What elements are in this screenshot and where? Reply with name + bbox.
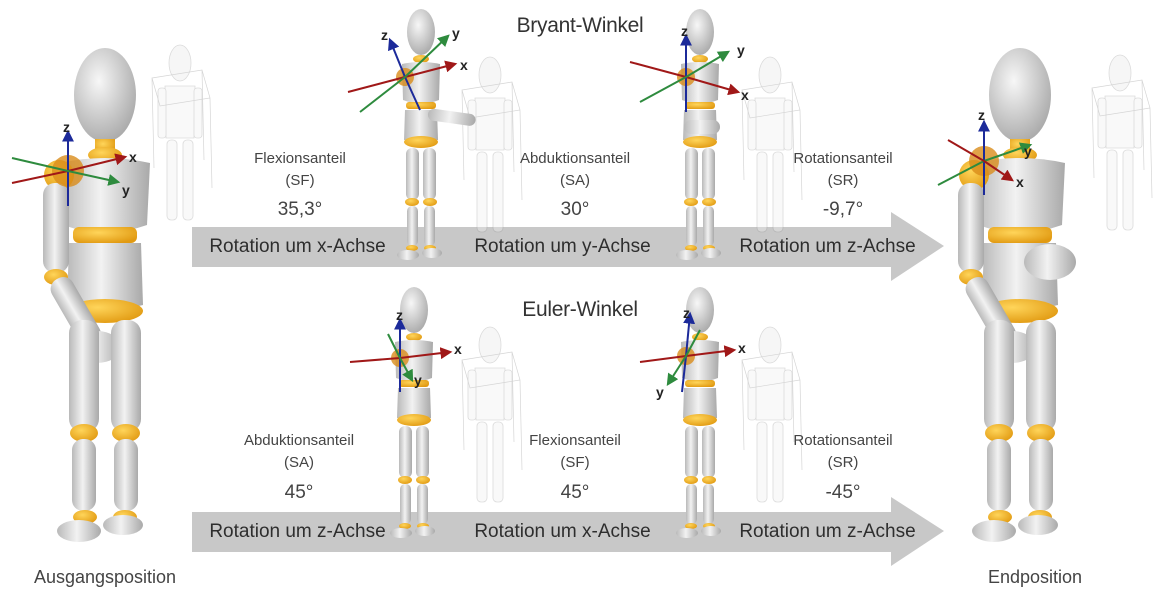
axis-label-x-start: x bbox=[129, 149, 137, 165]
bryant-mannequin-1 bbox=[348, 9, 522, 260]
axis-label-x-e2: x bbox=[738, 340, 746, 356]
axis-label-z-e1: z bbox=[396, 307, 403, 323]
euler-component-3-value: -45° bbox=[793, 482, 893, 504]
bryant-component-3-name: Rotationsanteil bbox=[773, 148, 913, 170]
bryant-component-1-value: 35,3° bbox=[250, 199, 350, 221]
axis-label-z-start: z bbox=[63, 119, 70, 135]
axis-label-x-b1: x bbox=[460, 57, 468, 73]
bryant-component-2-name: Abduktionsanteil bbox=[505, 148, 645, 170]
axis-label-y-b1: y bbox=[452, 25, 460, 41]
end-position-label: Endposition bbox=[960, 567, 1110, 588]
start-mannequin bbox=[12, 45, 212, 542]
bryant-component-1-abbr: (SF) bbox=[230, 170, 370, 192]
bryant-component-3-value: -9,7° bbox=[793, 199, 893, 221]
bryant-component-2-abbr: (SA) bbox=[505, 170, 645, 192]
euler-component-3-abbr: (SR) bbox=[773, 452, 913, 474]
euler-step-2: Rotation um x-Achse bbox=[455, 521, 670, 543]
euler-mannequin-2 bbox=[640, 287, 802, 538]
euler-step-1: Rotation um z-Achse bbox=[190, 521, 405, 543]
bryant-component-2-value: 30° bbox=[525, 199, 625, 221]
axis-label-x-b2: x bbox=[741, 87, 749, 103]
axis-label-y-e2: y bbox=[656, 384, 664, 400]
euler-component-1-value: 45° bbox=[249, 482, 349, 504]
axis-label-y-start: y bbox=[122, 182, 130, 198]
euler-component-2-value: 45° bbox=[525, 482, 625, 504]
bryant-component-3-abbr: (SR) bbox=[773, 170, 913, 192]
end-mannequin bbox=[938, 48, 1152, 542]
start-position-label: Ausgangsposition bbox=[10, 567, 200, 588]
bryant-mannequin-2 bbox=[630, 9, 802, 260]
axis-label-x-e1: x bbox=[454, 341, 462, 357]
axis-label-y-e1: y bbox=[414, 372, 422, 388]
euler-mannequin-1 bbox=[350, 287, 522, 538]
axis-label-y-end: y bbox=[1024, 143, 1032, 159]
euler-step-3: Rotation um z-Achse bbox=[720, 521, 935, 543]
euler-component-1-abbr: (SA) bbox=[229, 452, 369, 474]
euler-component-2-name: Flexionsanteil bbox=[505, 430, 645, 452]
bryant-component-1-name: Flexionsanteil bbox=[230, 148, 370, 170]
euler-component-3-name: Rotationsanteil bbox=[773, 430, 913, 452]
bryant-step-2: Rotation um y-Achse bbox=[455, 236, 670, 258]
heading-bryant: Bryant-Winkel bbox=[470, 14, 690, 38]
euler-component-2-abbr: (SF) bbox=[505, 452, 645, 474]
bryant-step-1: Rotation um x-Achse bbox=[190, 236, 405, 258]
heading-euler: Euler-Winkel bbox=[470, 298, 690, 322]
bryant-step-3: Rotation um z-Achse bbox=[720, 236, 935, 258]
axis-label-y-b2: y bbox=[737, 42, 745, 58]
euler-component-1-name: Abduktionsanteil bbox=[229, 430, 369, 452]
axis-label-x-end: x bbox=[1016, 174, 1024, 190]
axis-label-z-b1: z bbox=[381, 27, 388, 43]
axis-label-z-end: z bbox=[978, 107, 985, 123]
